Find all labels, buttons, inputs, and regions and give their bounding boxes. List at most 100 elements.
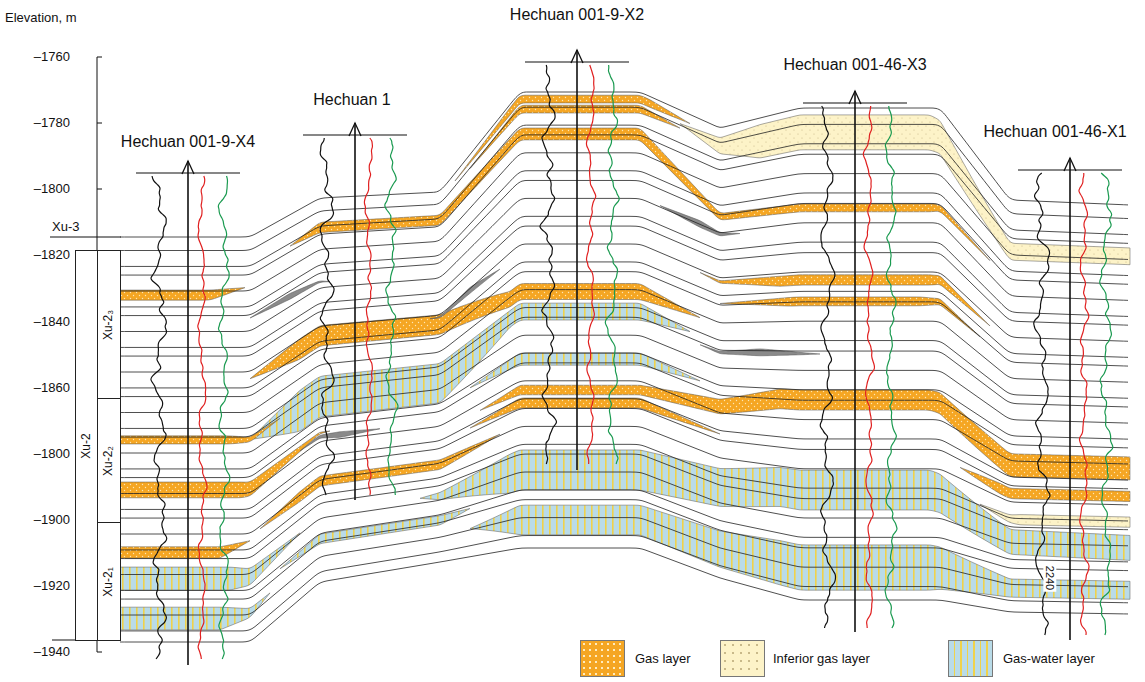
log-curve — [586, 65, 595, 464]
well-name: Hechuan 001-9-X2 — [510, 6, 644, 24]
log-curve — [364, 138, 372, 495]
elevation-tick-label: –1860 — [34, 381, 70, 396]
correlation-line — [120, 518, 1128, 615]
well-arrow — [1064, 158, 1076, 171]
reservoir-layer — [250, 303, 690, 439]
correlation-line — [120, 125, 1128, 266]
member-column: Xu-2₃ — [97, 250, 121, 399]
log-curve — [218, 176, 229, 659]
reservoir-layer — [120, 541, 250, 558]
well-bore — [187, 161, 189, 665]
well-bore — [576, 50, 578, 470]
elevation-tick-label: –1920 — [34, 579, 70, 594]
correlation-line — [120, 381, 1128, 494]
correlation-line — [120, 472, 1128, 575]
well-name: Hechuan 001-46-X1 — [983, 123, 1126, 141]
log-curve — [320, 138, 334, 495]
reservoir-layer — [660, 206, 740, 236]
unit-label: Xu-2 — [80, 433, 93, 458]
log-curve — [820, 106, 835, 628]
axis-tick — [97, 189, 102, 190]
reservoir-layer — [120, 288, 245, 301]
legend-text: Inferior gas layer — [773, 652, 870, 667]
unit-label: Xu-2₂ — [102, 445, 115, 475]
well-name: Hechuan 1 — [313, 91, 390, 109]
correlation-line — [120, 107, 1128, 250]
legend-text: Gas layer — [635, 652, 691, 667]
correlation-line — [120, 135, 1128, 275]
log-curve — [1079, 173, 1089, 635]
correlation-line — [120, 180, 1128, 315]
log-curve — [198, 176, 207, 659]
correlation-line — [120, 272, 1128, 397]
reservoir-layer — [280, 508, 470, 568]
correlation-line — [120, 548, 1128, 642]
correlation-line — [120, 490, 1128, 590]
well-arrow — [849, 91, 861, 104]
member-column: Xu-2₂ — [97, 398, 121, 523]
unit-label: Xu-2₃ — [102, 309, 115, 339]
elevation-tick-label: –1780 — [34, 116, 70, 131]
well — [803, 91, 907, 632]
well-arrow — [182, 161, 194, 174]
elevation-tick-label: –1760 — [34, 50, 70, 65]
legend-swatch — [580, 640, 625, 677]
well-arrow — [571, 50, 583, 63]
log-curve — [540, 65, 557, 464]
correlation-line — [120, 363, 1128, 478]
correlation-line — [120, 454, 1128, 559]
log-curve — [151, 176, 167, 659]
well-name: Hechuan 001-46-X3 — [783, 56, 926, 74]
correlation-line — [120, 308, 1128, 429]
elevation-tick-label: –1840 — [34, 315, 70, 330]
axis-tick — [97, 57, 102, 58]
log-curve — [863, 106, 874, 628]
well — [136, 161, 240, 665]
correlation-line — [120, 198, 1128, 331]
log-curve — [605, 65, 619, 464]
reservoir-layer — [470, 353, 700, 388]
formation-column: Xu-2 Xu-2₃ Xu-2₂ Xu-2₁ — [75, 250, 120, 641]
well-bore — [1069, 158, 1071, 640]
axis-tick — [97, 652, 102, 653]
well-name: Hechuan 001-9-X4 — [121, 133, 255, 151]
axis-label: Elevation, m — [5, 11, 77, 26]
correlation-line — [120, 153, 1128, 291]
correlation-line — [120, 408, 1128, 518]
correlation-line — [120, 500, 1128, 599]
well-arrow — [349, 123, 361, 136]
depth-label: 2240 — [1044, 564, 1057, 592]
elevation-tick-label: –1800 — [34, 182, 70, 197]
log-curve — [885, 106, 897, 628]
elevation-tick-label: –1820 — [34, 248, 70, 263]
reservoir-layer — [120, 418, 280, 444]
well — [1018, 158, 1122, 640]
correlation-line — [120, 216, 1128, 347]
reservoir-layer — [120, 533, 300, 590]
axis-tick — [97, 123, 102, 124]
correlation-line — [120, 444, 1128, 550]
well — [525, 50, 629, 470]
reservoir-layer — [720, 297, 980, 337]
elevation-tick-label: –1940 — [34, 645, 70, 660]
correlation-line — [120, 171, 1128, 307]
log-curve — [1100, 173, 1113, 635]
well — [303, 123, 407, 500]
well-bore — [354, 123, 356, 500]
member-column: Xu-2₁ — [97, 522, 121, 641]
legend-text: Gas-water layer — [1003, 652, 1095, 667]
log-curve — [385, 138, 398, 495]
correlation-line — [120, 353, 1128, 469]
elevation-tick-label: –1800 — [34, 447, 70, 462]
elevation-tick-label: –1900 — [34, 513, 70, 528]
well-bore — [854, 91, 856, 632]
legend-swatch — [720, 640, 765, 677]
correlation-line — [120, 290, 1128, 413]
legend-swatch — [948, 640, 993, 677]
axis-label: Xu-3 — [52, 220, 79, 235]
unit-label: Xu-2₁ — [102, 567, 115, 596]
xu3-boundary — [50, 237, 121, 238]
correlation-line — [120, 92, 1128, 237]
correlation-line — [120, 536, 1128, 631]
